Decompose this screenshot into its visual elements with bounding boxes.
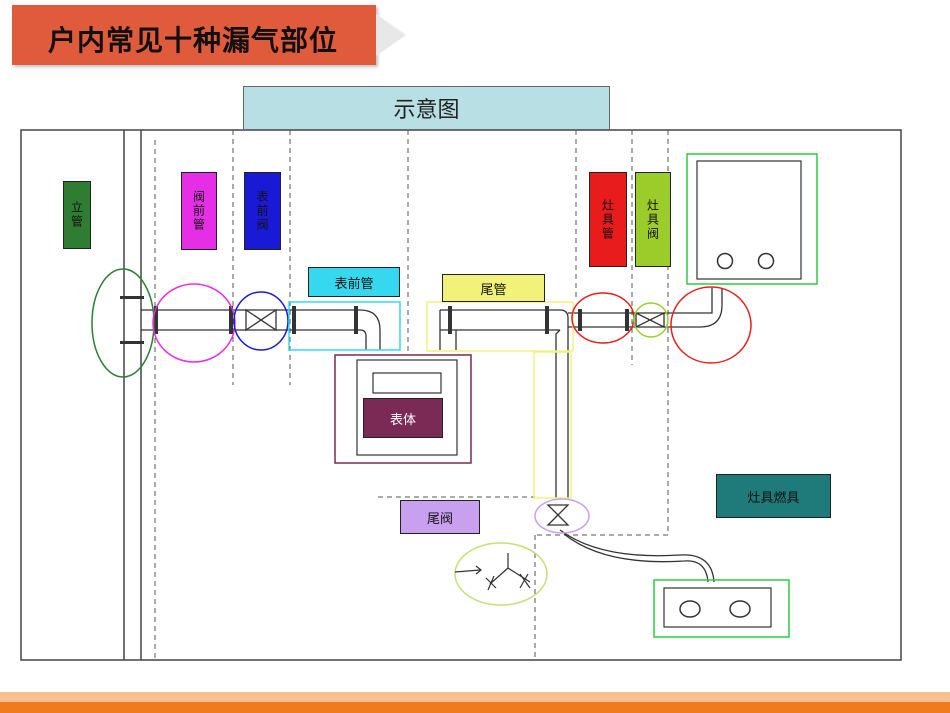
label-stove-pipe: 灶具管 <box>589 172 627 267</box>
label-valve-front-pipe: 阀前管 <box>181 172 217 250</box>
leak-ring-meter-valve <box>233 291 289 351</box>
page-title: 户内常见十种漏气部位 <box>48 24 339 57</box>
label-meter-body: 表体 <box>363 398 443 438</box>
label-tail-valve: 尾阀 <box>400 500 480 534</box>
water-heater-icon <box>686 153 818 285</box>
label-stove-valve: 灶具阀 <box>635 172 671 267</box>
gas-pipes <box>141 288 723 500</box>
footer-band-light <box>0 692 950 702</box>
leak-ring-stove-valve <box>633 302 669 338</box>
label-stove: 灶具燃具 <box>716 474 831 518</box>
banner-arrow-icon <box>376 14 406 56</box>
tail-valve-detail-icon <box>454 553 531 591</box>
diagram-caption: 示意图 <box>243 86 610 130</box>
label-tail-pipe: 尾管 <box>442 274 545 302</box>
label-meter-valve: 表前阀 <box>244 172 281 250</box>
leak-ring-valve-front-pipe <box>152 283 236 363</box>
leak-box-tail-pipe-v <box>533 351 572 499</box>
label-riser: 立管 <box>63 181 91 249</box>
leak-ring-tail-valve-detail <box>454 542 548 606</box>
stove-hose <box>559 529 715 583</box>
label-meter-front-pipe: 表前管 <box>308 267 400 297</box>
footer-band-dark <box>0 702 950 713</box>
pipe-joints <box>120 296 629 344</box>
stove-burner-icon <box>653 579 790 638</box>
leak-ring-heater-pipe <box>670 286 752 364</box>
room-dividers <box>154 130 669 660</box>
valve-symbols <box>245 308 665 526</box>
diagram-frame <box>20 129 902 661</box>
title-banner: 户内常见十种漏气部位 <box>12 5 376 65</box>
leak-ring-tail-valve <box>534 498 590 534</box>
leak-ring-riser <box>91 268 155 378</box>
leak-box-meter-front-pipe <box>288 301 401 351</box>
